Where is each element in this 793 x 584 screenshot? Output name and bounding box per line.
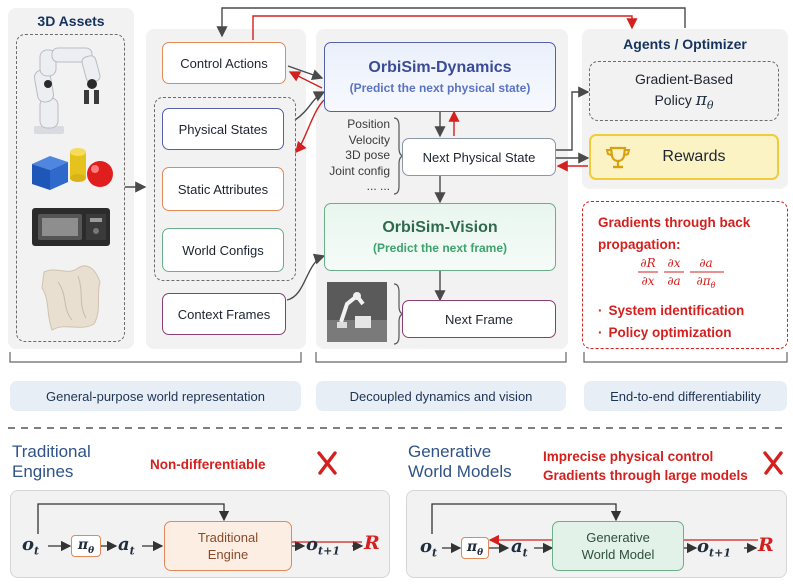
svg-text:∂a: ∂a: [667, 274, 680, 288]
orbisim-vision-box: OrbiSim-Vision (Predict the next frame): [324, 203, 556, 271]
assets-dashed-group: [16, 34, 125, 342]
generative-tag2: Gradients through large models: [543, 468, 748, 483]
context-frames-box: Context Frames: [162, 293, 286, 335]
generative-tag1: Imprecise physical control: [543, 449, 714, 464]
svg-text:∂R: ∂R: [640, 256, 655, 270]
agents-title: Agents / Optimizer: [623, 36, 747, 52]
engine-line1: Traditional: [197, 530, 259, 545]
generative-title: Generative World Models: [408, 442, 512, 482]
static-attributes-box: Static Attributes: [162, 167, 284, 211]
rewards-label: Rewards: [662, 148, 726, 165]
policy-subscript: θ: [706, 98, 714, 112]
svg-text:∂x: ∂x: [668, 256, 681, 270]
model-line1: Generative: [586, 530, 650, 545]
gradients-title-line1: Gradients through back: [598, 215, 751, 230]
orbisim-dynamics-box: OrbiSim-Dynamics (Predict the next physi…: [324, 42, 556, 112]
generative-title-line1: Generative: [408, 442, 492, 461]
trophy-icon: [605, 146, 631, 169]
state-item-velocity: Velocity: [348, 132, 390, 147]
state-items-list: Position Velocity 3D pose Joint config .…: [314, 117, 390, 195]
control-actions-box: Control Actions: [162, 42, 286, 84]
traditional-engine-box: Traditional Engine: [164, 521, 292, 571]
traditional-title-line1: Traditional: [12, 442, 91, 461]
sim-frame-thumbnail: [327, 282, 387, 342]
trad-R: R: [364, 532, 380, 554]
policy-line2: Policy πθ: [654, 90, 713, 112]
world-configs-box: World Configs: [162, 228, 284, 272]
policy-symbol: π: [695, 89, 707, 110]
state-item-pose: 3D pose: [345, 148, 390, 162]
generative-tags: Imprecise physical control Gradients thr…: [543, 447, 748, 485]
formula-graphic: ∂R ∂x ∂x ∂a ∂a ∂πθ: [638, 256, 724, 290]
gradients-title: Gradients through back propagation:: [598, 212, 750, 256]
cloth-image: [41, 265, 101, 331]
microwave-image: [32, 208, 110, 246]
state-item-joint: Joint config: [329, 163, 390, 178]
trad-o-t: ot: [22, 534, 40, 558]
svg-text:∂a: ∂a: [699, 256, 712, 270]
assets-title: 3D Assets: [37, 13, 105, 29]
cross-icon-generative: [763, 451, 783, 475]
gradients-title-line2: propagation:: [598, 237, 681, 252]
trad-a-t: at: [118, 534, 135, 558]
generative-title-line2: World Models: [408, 462, 512, 481]
bullet-policy-opt: ·Policy optimization: [598, 325, 732, 340]
gradients-panel: [582, 201, 788, 349]
trad-o-t1: ot+1: [306, 534, 340, 558]
vision-title: OrbiSim-Vision: [382, 219, 498, 236]
caption-right: End-to-end differentiability: [584, 381, 787, 411]
policy-box: Gradient-Based Policy πθ: [589, 61, 779, 121]
caption-left: General-purpose world representation: [10, 381, 301, 411]
gen-o-t: ot: [420, 536, 438, 560]
cross-icon-traditional: [317, 451, 337, 475]
policy-label: Policy: [654, 91, 692, 108]
state-item-position: Position: [347, 117, 390, 131]
bullet-system-id: ·System identification: [598, 303, 745, 318]
dynamics-subtitle: (Predict the next physical state): [349, 81, 531, 95]
gradient-bullets: ·System identification ·Policy optimizat…: [598, 300, 744, 344]
next-physical-state-box: Next Physical State: [402, 138, 556, 176]
caption-middle: Decoupled dynamics and vision: [316, 381, 566, 411]
trad-pi-box: πθ: [71, 535, 101, 557]
generative-world-model-box: Generative World Model: [552, 521, 684, 571]
traditional-tag: Non-differentiable: [150, 457, 266, 472]
vision-subtitle: (Predict the next frame): [372, 241, 508, 255]
state-inputs-group: [154, 97, 296, 281]
next-frame-box: Next Frame: [402, 300, 556, 338]
state-item-more: ... ...: [366, 179, 390, 193]
traditional-title-line2: Engines: [12, 462, 74, 481]
model-line2: World Model: [581, 547, 655, 562]
rewards-box: Rewards: [589, 134, 779, 180]
engine-line2: Engine: [207, 547, 249, 562]
physical-states-box: Physical States: [162, 108, 284, 150]
dynamics-title: OrbiSim-Dynamics: [368, 59, 512, 76]
robot-arm-image: [33, 47, 101, 134]
gen-pi-box: πθ: [461, 537, 489, 559]
gradient-formula: ∂R/∂x · ∂x/∂a · ∂a/∂π_θ ∂R∂x ∂x∂a ∂a∂πθ: [636, 254, 776, 294]
gen-a-t: at: [511, 536, 528, 560]
policy-line1: Gradient-Based: [634, 70, 734, 87]
primitive-shapes-image: [32, 148, 113, 190]
svg-text:∂x: ∂x: [642, 274, 655, 288]
svg-text:∂πθ: ∂πθ: [697, 274, 716, 290]
gen-R: R: [758, 534, 774, 556]
traditional-title: Traditional Engines: [12, 442, 91, 482]
gen-o-t1: ot+1: [697, 536, 731, 560]
